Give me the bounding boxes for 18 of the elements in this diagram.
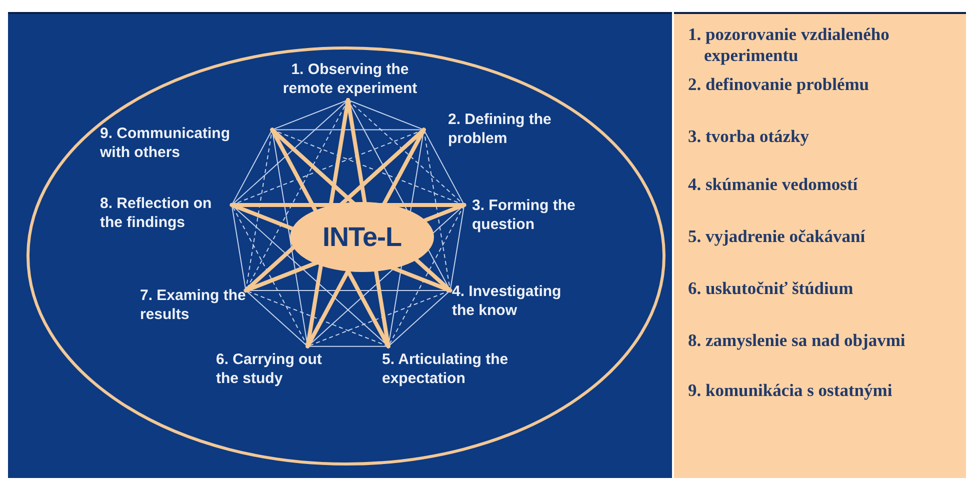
step-label: 1. Observing the remote experiment [282,60,418,98]
translation-text: 1. pozorovanie vzdialeného experimentu [688,24,890,66]
step-label: 2. Defining the problem [448,110,552,148]
step-label: 7. Examing the results [140,286,247,324]
translation-text: 5. vyjadrenie očakávaní [688,226,866,247]
translation-text: 9. komunikácia s ostatnými [688,380,894,401]
translation-text: 2. definovanie problému [688,74,870,95]
translation-text: 8. zamyslenie sa nad objavmi [688,330,906,351]
step-label: 3. Forming the question [472,196,576,234]
translation-text: 3. tvorba otázky [688,126,810,147]
step-label: 8. Reflection on the findings [100,194,213,232]
center-ellipse: INTe-L [290,202,434,272]
translation-text: 4. skúmanie vedomostí [688,174,859,195]
step-label: 5. Articulating the expectation [382,350,510,388]
step-label: 4. Investigating the know [452,282,562,320]
translation-text: 6. uskutočniť štúdium [688,278,854,299]
step-label: 9. Communicating with others [100,124,232,162]
step-label: 6. Carrying out the study [216,350,323,388]
